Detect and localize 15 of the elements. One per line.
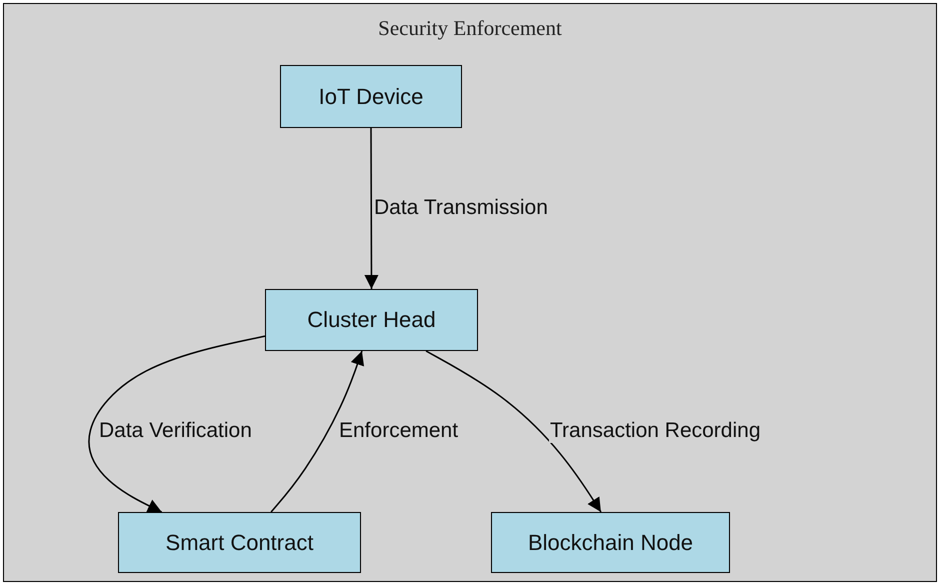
- arrow: [270, 350, 364, 512]
- node-label: Cluster Head: [307, 307, 436, 333]
- process-box: [491, 512, 730, 573]
- arrow: [426, 350, 602, 512]
- process-box: [265, 289, 478, 351]
- node-label: IoT Device: [318, 84, 424, 110]
- cluster-title: Security Enforcement: [377, 16, 563, 41]
- process-box: [118, 512, 361, 573]
- process-box: [280, 65, 462, 128]
- edge-label: Transaction Recording: [549, 419, 762, 443]
- node-label: Smart Contract: [166, 530, 314, 556]
- cluster-frame: [3, 3, 937, 582]
- arrow: [364, 128, 378, 289]
- arrow: [88, 335, 266, 513]
- node-label: Blockchain Node: [528, 530, 694, 556]
